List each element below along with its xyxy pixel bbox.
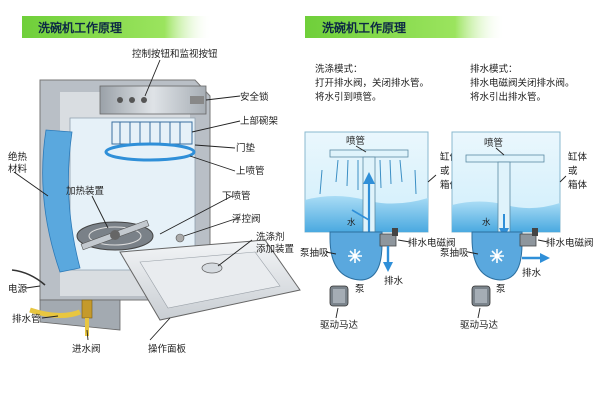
wash-label-water: 水 [347, 217, 356, 228]
label-safety-lock: 安全锁 [240, 91, 269, 103]
label-lower-spray: 下喷管 [222, 190, 251, 202]
control-knob-2 [129, 97, 135, 103]
left-labels: 控制按钮和监视按钮 安全锁 上部碗架 门垫 上喷管 绝热 材料 加热装置 下喷管… [8, 48, 294, 355]
right-title-banner: 洗碗机工作原理 [305, 16, 505, 38]
label-detergent-2: 添加装置 [256, 243, 294, 255]
drain-hose [29, 307, 81, 318]
drain-label-water: 水 [482, 217, 491, 228]
wash-mode-desc: 打开排水阀，关闭排水管。 [315, 77, 429, 89]
wash-leader-lines [325, 145, 437, 319]
wash-pump-impeller-icon [348, 249, 362, 263]
wash-label-drain: 排水 [384, 275, 404, 287]
left-title-banner: 洗碗机工作原理 [22, 16, 212, 38]
label-door-pad: 门垫 [236, 142, 256, 154]
wash-spray-droplets [319, 159, 417, 195]
drain-mode-desc-2: 将水引出排水管。 [470, 91, 546, 103]
drain-leader-lines [467, 147, 567, 319]
label-heater: 加热装置 [66, 185, 104, 197]
label-control: 控制按钮和监视按钮 [132, 48, 218, 60]
wash-label-spray: 喷管 [346, 135, 365, 147]
wash-mode-desc-2: 将水引到喷管。 [315, 91, 382, 103]
label-insulation-line1: 绝热 [8, 151, 28, 163]
drain-label-tank-1: 缸体 [568, 151, 588, 163]
label-panel: 操作面板 [148, 343, 187, 355]
label-power: 电源 [8, 283, 28, 295]
label-upper-spray: 上喷管 [236, 165, 265, 177]
wash-label-pump: 泵 [355, 284, 365, 295]
drain-label-spray: 喷管 [484, 137, 503, 149]
wash-mode-panel: 洗涤模式： 打开排水阀，关闭排水管。 将水引到喷管。 [304, 63, 429, 307]
drain-label-pump: 泵 [496, 284, 506, 295]
control-knob-1 [117, 97, 123, 103]
safety-lock-handle [190, 96, 204, 104]
drain-label-valve: 排水电磁阀 [546, 237, 594, 249]
label-upper-rack: 上部碗架 [240, 115, 279, 127]
left-leader-lines [13, 59, 253, 341]
power-cord [11, 269, 46, 286]
left-title: 洗碗机工作原理 [38, 20, 122, 35]
float-valve [175, 233, 185, 243]
lower-spray-arm [80, 219, 150, 251]
label-drain-pipe: 排水管 [12, 313, 41, 325]
dishwasher-illustration [11, 79, 301, 336]
drain-spray-bar [465, 154, 545, 163]
drain-mode-desc: 排水电磁阀关闭排水阀。 [470, 77, 575, 89]
drain-pump-impeller-icon [490, 249, 504, 263]
wash-label-tank-2: 或 [440, 165, 450, 177]
drain-solenoid-valve [519, 233, 537, 247]
drain-mode-panel: 排水模式： 排水电磁阀关闭排水阀。 将水引出排水管。 [451, 63, 575, 307]
label-float-valve: 浮控阀 [232, 213, 261, 225]
drain-label-tank-3: 箱体 [568, 179, 588, 191]
label-detergent-1: 洗涤剂 [256, 231, 285, 243]
drain-labels: 喷管 缸体 或 箱体 水 排水电磁阀 泵抽吸 泵 排水 驱动马达 [440, 137, 594, 331]
drain-label-tank-2: 或 [568, 165, 578, 177]
wash-label-pump-pipe: 泵抽吸 [300, 247, 329, 259]
drain-label-motor: 驱动马达 [460, 319, 499, 331]
drain-mode-title: 排水模式： [470, 63, 518, 75]
upper-spray-arm [104, 142, 196, 162]
wash-label-motor: 驱动马达 [320, 319, 359, 331]
insulation-panel [42, 129, 81, 273]
detergent-dispenser [201, 262, 223, 274]
drain-label-drain: 排水 [522, 267, 542, 279]
control-knob-3 [141, 97, 147, 103]
drain-label-pump-pipe: 泵抽吸 [440, 247, 469, 259]
label-inlet-valve: 进水阀 [72, 343, 101, 355]
wash-motor-icon [329, 285, 349, 307]
wash-mode-title: 洗涤模式： [315, 63, 363, 75]
label-insulation-line2: 材料 [8, 163, 28, 175]
wash-spray-bar [329, 149, 409, 158]
inlet-valve [81, 299, 93, 319]
right-title: 洗碗机工作原理 [322, 20, 406, 35]
drain-motor-icon [471, 285, 491, 307]
wash-label-valve: 排水电磁阀 [408, 237, 456, 249]
